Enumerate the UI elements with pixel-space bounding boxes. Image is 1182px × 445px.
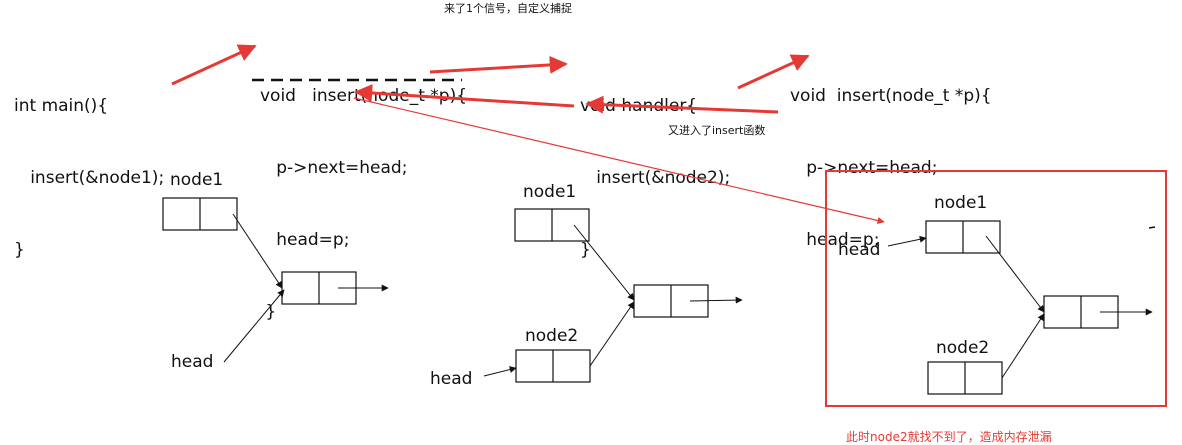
code-line: }	[14, 240, 25, 260]
code-line: insert(&node1);	[14, 168, 165, 188]
arrow-insert-to-handler	[429, 55, 568, 74]
s1-node1-next-arrow	[232, 213, 283, 289]
code-line: }	[580, 240, 591, 260]
s3-node1-next-arrow	[985, 235, 1045, 313]
code-insert-second: void insert(node_t *p){ p->next=head; he…	[790, 36, 992, 276]
s2-node2-box	[515, 349, 591, 383]
s3-head-arrow	[887, 235, 927, 247]
code-line: head=p;	[260, 230, 350, 250]
s1-head-label: head	[171, 352, 214, 372]
leak-highlight-box	[825, 170, 1167, 407]
signal-note: 来了1个信号，自定义捕捉	[444, 2, 572, 15]
reenter-note: 又进入了insert函数	[668, 124, 766, 137]
s1-node1-box	[162, 197, 238, 231]
s3-node2-box	[927, 361, 1003, 395]
s2-node1-next-arrow	[573, 224, 635, 301]
code-line: void insert(node_t *p){	[790, 86, 992, 106]
s2-node2-next-arrow	[589, 301, 635, 367]
s2-node2-label: node2	[525, 326, 579, 346]
code-line: head=p;	[790, 230, 880, 250]
s2-node1-label: node1	[523, 182, 577, 202]
s1-node1-label: node1	[170, 170, 224, 190]
s2-head-label: head	[430, 369, 473, 389]
s2-node1-box	[514, 208, 590, 242]
s1-head-arrow	[223, 289, 285, 363]
code-line: insert(&node2);	[580, 168, 731, 188]
code-line: int main(){	[14, 96, 109, 116]
s2-head-arrow	[483, 366, 517, 377]
arrow-handler-return-insert	[354, 84, 575, 108]
s2-tail-next-arrow	[689, 296, 743, 304]
s3-head-label: head	[838, 240, 881, 260]
s3-node2-next-arrow	[1001, 313, 1045, 379]
arrow-insert-return-handler	[585, 95, 779, 114]
small-dash-mark	[1148, 226, 1156, 229]
code-line: }	[260, 302, 277, 322]
code-line: p->next=head;	[790, 158, 938, 178]
code-line: p->next=head;	[260, 158, 408, 178]
code-main: int main(){ insert(&node1); }	[14, 46, 164, 286]
arrow-main-to-insert	[171, 44, 257, 86]
s3-node2-label: node2	[936, 338, 990, 358]
arrow-handler-to-insert	[737, 54, 810, 90]
s3-node1-label: node1	[934, 193, 988, 213]
leak-note: 此时node2就找不到了，造成内存泄漏	[846, 430, 1052, 444]
code-insert-first: void insert(node_t *p){ p->next=head; he…	[260, 36, 467, 348]
s3-node1-box	[925, 220, 1001, 254]
arrow-head-to-state3	[353, 97, 885, 225]
